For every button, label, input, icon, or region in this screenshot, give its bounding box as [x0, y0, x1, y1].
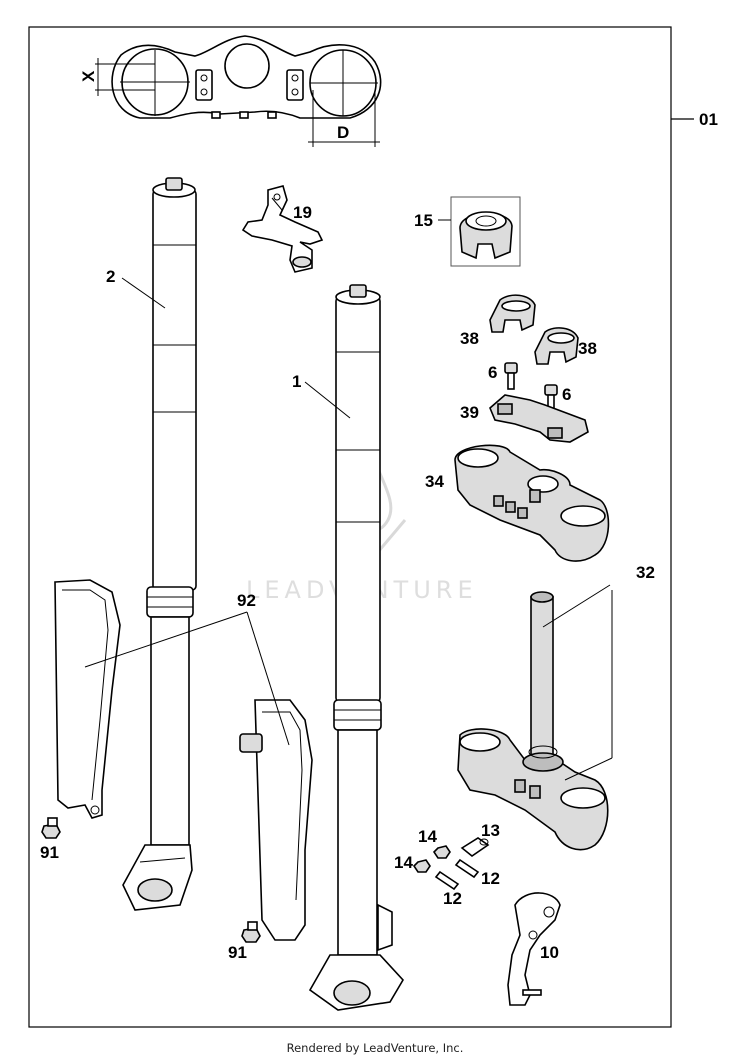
- callout-2: 2: [106, 267, 115, 286]
- leader-1: [304, 381, 351, 419]
- item-34-top-clamp: [454, 444, 610, 562]
- callout-92: 92: [237, 591, 256, 610]
- item-38-clamp-left: [489, 294, 536, 333]
- callout-34: 34: [425, 472, 444, 491]
- fork-guard-left: [54, 579, 121, 819]
- leader-92-b: [246, 611, 290, 746]
- fork-leg-left: [122, 177, 197, 911]
- leader-32-a: [542, 584, 611, 628]
- leader-32-c: [564, 757, 613, 781]
- callout-10: 10: [540, 943, 559, 962]
- callout-13: 13: [481, 821, 500, 840]
- fork-leg-right: [308, 284, 404, 1011]
- callout-14-b: 14: [394, 853, 413, 872]
- callout-38-left: 38: [460, 329, 479, 348]
- item-6-bolt-b: [544, 384, 558, 412]
- item-38-clamp-right: [534, 327, 579, 365]
- bolt-91-right: [241, 921, 261, 943]
- callout-6-b: 6: [562, 385, 571, 404]
- leader-19: [271, 197, 283, 211]
- item-12-bolt-b: [434, 870, 460, 891]
- callout-12-b: 12: [443, 889, 462, 908]
- leader-92-a: [84, 611, 248, 668]
- callout-1: 1: [292, 372, 301, 391]
- triple-clamp-top-view: [95, 35, 382, 147]
- callout-6-a: 6: [488, 363, 497, 382]
- item-32-steering-stem: [457, 591, 609, 851]
- dimension-d-label: D: [337, 123, 349, 142]
- item-13-sleeve: [460, 837, 490, 857]
- footer-credit: Rendered by LeadVenture, Inc.: [286, 1041, 464, 1055]
- callout-32: 32: [636, 563, 655, 582]
- callout-91-left: 91: [40, 843, 59, 862]
- callout-19: 19: [293, 203, 312, 222]
- callout-14-a: 14: [418, 827, 437, 846]
- callout-12-a: 12: [481, 869, 500, 888]
- leader-2: [121, 277, 166, 309]
- dimension-x-label: X: [79, 70, 98, 82]
- callout-38-right: 38: [578, 339, 597, 358]
- item-12-bolt-a: [454, 858, 480, 879]
- callout-15: 15: [414, 211, 433, 230]
- diagram-frame: [28, 26, 672, 1028]
- item-10-bracket: [507, 892, 561, 1006]
- callout-39: 39: [460, 403, 479, 422]
- item-6-bolt-a: [504, 362, 518, 390]
- fork-guard-right: [239, 699, 313, 941]
- assembly-ref-label: 01: [699, 110, 718, 129]
- callout-91-right: 91: [228, 943, 247, 962]
- item-15-clamp: [459, 211, 513, 260]
- bolt-91-left: [41, 817, 61, 839]
- item-19-bracket: [241, 185, 324, 273]
- item-39-clamp-base: [489, 394, 589, 443]
- item-14-nut-b: [412, 859, 431, 873]
- item-14-nut-a: [432, 845, 451, 859]
